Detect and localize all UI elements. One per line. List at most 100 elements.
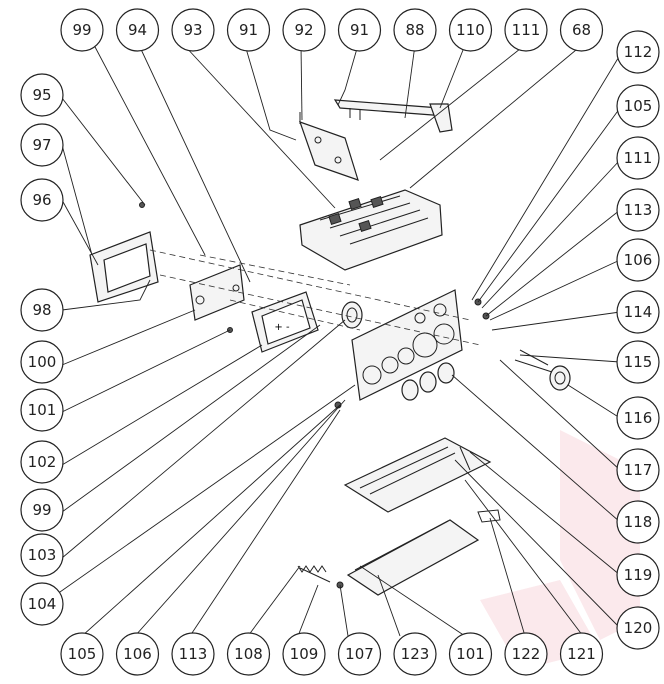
callout-number: 97 [32, 136, 51, 154]
callout-99: 99 [60, 8, 104, 52]
callout-number: 119 [624, 566, 653, 584]
callout-number: 118 [624, 513, 653, 531]
callout-number: 120 [624, 619, 653, 637]
callout-93: 93 [171, 8, 215, 52]
callout-number: 68 [572, 21, 591, 39]
callout-94: 94 [115, 8, 160, 52]
callout-number: 105 [68, 645, 97, 663]
callout-112: 112 [616, 30, 660, 74]
callout-number: 91 [350, 21, 369, 39]
callout-number: 107 [345, 645, 374, 663]
callout-113: 113 [616, 188, 660, 232]
control-knobs [401, 362, 455, 401]
round-sensor [341, 301, 363, 329]
callout-number: 100 [28, 353, 57, 371]
callout-110: 110 [448, 8, 493, 52]
callout-117: 117 [616, 448, 660, 492]
top-rail-bracket [333, 99, 453, 133]
callout-number: 110 [456, 21, 485, 39]
callout-number: 117 [624, 461, 653, 479]
callout-number: 103 [28, 546, 57, 564]
alignment-dashes [149, 249, 481, 346]
callout-101: 101 [448, 632, 493, 676]
callout-118: 118 [616, 500, 660, 544]
callout-number: 93 [183, 21, 202, 39]
callout-number: 112 [624, 43, 653, 61]
callout-120: 120 [616, 606, 660, 650]
front-control-panel [351, 289, 463, 401]
callout-number: 96 [32, 191, 51, 209]
callout-68: 68 [559, 8, 604, 52]
callout-121: 121 [559, 632, 604, 676]
callout-113: 113 [171, 632, 215, 676]
callout-number: 121 [567, 645, 596, 663]
callout-96: 96 [20, 178, 64, 222]
callout-106: 106 [616, 238, 660, 282]
callout-number: 102 [28, 453, 57, 471]
callout-115: 115 [616, 340, 660, 384]
vertical-mounting-plate [299, 112, 359, 181]
callout-116: 116 [616, 396, 660, 440]
callout-105: 105 [616, 84, 660, 128]
lower-tray [343, 437, 492, 513]
callout-95: 95 [20, 73, 64, 117]
callout-number: 109 [290, 645, 319, 663]
svg-text:+ -: + - [274, 322, 290, 333]
callout-number: 116 [624, 409, 653, 427]
callout-number: 92 [294, 21, 313, 39]
callout-number: 98 [32, 301, 51, 319]
callout-number: 122 [512, 645, 541, 663]
callout-91: 91 [337, 8, 382, 52]
callout-labels: 99 94 93 91 92 91 88 110 111 68 95 97 96 98 100 101 102 9… [20, 8, 660, 676]
bottom-frame [346, 509, 501, 596]
callout-number: 108 [234, 645, 263, 663]
callout-91: 91 [226, 8, 271, 52]
callout-number: 105 [624, 97, 653, 115]
callout-number: 104 [28, 595, 57, 613]
callout-100: 100 [20, 340, 64, 384]
callout-102: 102 [20, 440, 64, 484]
callout-111: 111 [616, 136, 660, 180]
callout-109: 109 [282, 632, 326, 676]
callout-88: 88 [393, 8, 437, 52]
callout-number: 91 [239, 21, 258, 39]
callout-122: 122 [504, 632, 548, 676]
callout-103: 103 [20, 533, 64, 577]
side-connector [514, 349, 571, 391]
callout-number: 113 [624, 201, 653, 219]
callout-number: 95 [32, 86, 51, 104]
callout-108: 108 [226, 632, 271, 676]
display-bezel-frame [89, 231, 159, 303]
callout-number: 106 [624, 251, 653, 269]
callout-number: 114 [624, 303, 653, 321]
leader-lines [39, 44, 621, 637]
callout-99: 99 [20, 488, 64, 532]
callout-101: 101 [20, 388, 64, 432]
callout-number: 106 [123, 645, 152, 663]
callout-number: 101 [456, 645, 485, 663]
callout-number: 115 [624, 353, 653, 371]
callout-number: 111 [512, 21, 541, 39]
callout-number: 111 [624, 149, 653, 167]
callout-114: 114 [616, 290, 660, 334]
callout-97: 97 [20, 123, 64, 167]
callout-number: 99 [72, 21, 91, 39]
display-module: + - [251, 291, 319, 353]
callout-98: 98 [20, 288, 64, 332]
callout-106: 106 [115, 632, 160, 676]
callout-111: 111 [504, 8, 548, 52]
spring [297, 565, 331, 583]
callout-119: 119 [616, 553, 660, 597]
callout-number: 99 [32, 501, 51, 519]
callout-104: 104 [20, 582, 64, 626]
callout-number: 88 [405, 21, 424, 39]
callout-123: 123 [393, 632, 437, 676]
control-board-cover [299, 189, 443, 271]
callout-number: 113 [179, 645, 208, 663]
callout-number: 101 [28, 401, 57, 419]
callout-number: 94 [128, 21, 147, 39]
callout-number: 123 [401, 645, 430, 663]
callout-107: 107 [337, 632, 382, 676]
callout-92: 92 [282, 8, 326, 52]
